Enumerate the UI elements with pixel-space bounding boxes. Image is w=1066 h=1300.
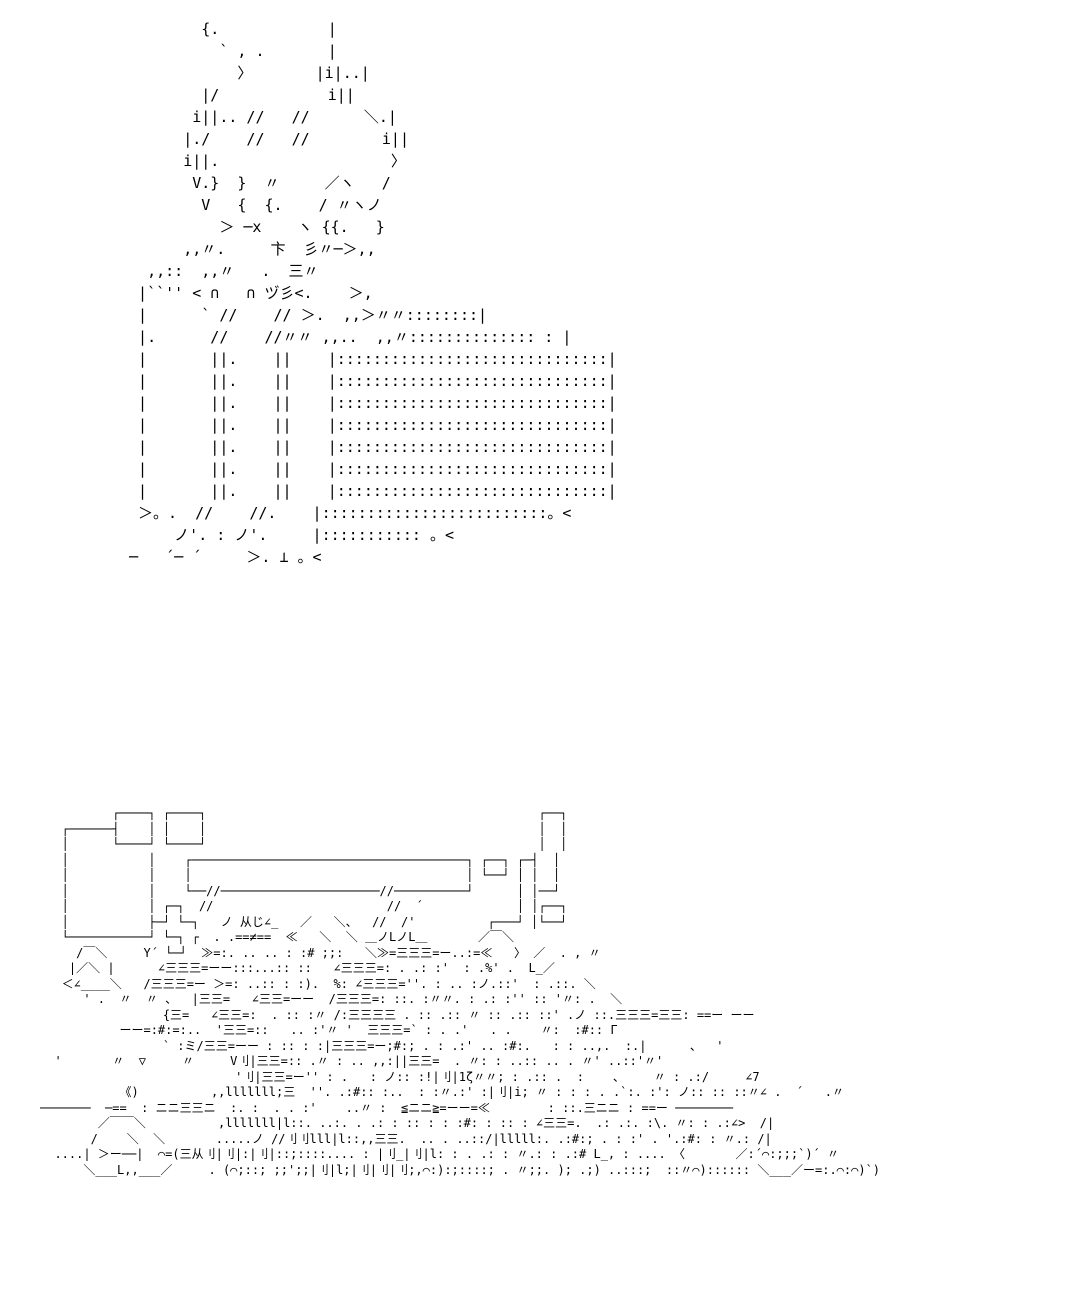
- ascii-art-explosion-banner: ┌────┐ ┌────┐ ┌──┐ ┌──────┤ │ │ │ │ │ │ …: [40, 806, 881, 1177]
- ascii-art-figure: {. | ` , . | 〉 |i|..| |/ i|| i||.. // //…: [129, 20, 617, 566]
